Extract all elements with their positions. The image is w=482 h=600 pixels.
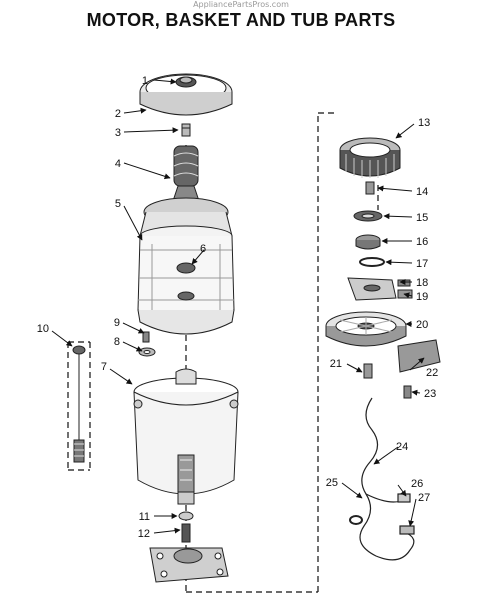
part-nut — [353, 210, 383, 222]
part-rotor — [325, 311, 407, 347]
callout-6: 6 — [200, 243, 206, 255]
leader-lines — [51, 78, 425, 534]
callout-23: 23 — [424, 388, 436, 400]
part-o-ring — [359, 257, 385, 267]
part-balance-ring — [139, 73, 233, 116]
callout-21: 21 — [330, 358, 342, 370]
part-washer-ring — [138, 347, 156, 357]
callout-15: 15 — [416, 212, 428, 224]
part-wash-basket — [137, 197, 235, 335]
callout-13: 13 — [418, 117, 430, 129]
callout-27: 27 — [418, 492, 430, 504]
part-gearcase — [149, 523, 229, 583]
part-bearing — [355, 234, 381, 250]
callout-2: 2 — [115, 108, 121, 120]
callout-3: 3 — [115, 127, 121, 139]
part-agitator — [171, 145, 201, 205]
callout-14: 14 — [416, 186, 428, 198]
callout-19: 19 — [416, 291, 428, 303]
callout-18: 18 — [416, 277, 428, 289]
callout-5: 5 — [115, 198, 121, 210]
part-wire-harness — [349, 397, 415, 561]
part-screw-small — [142, 331, 150, 343]
callout-16: 16 — [416, 236, 428, 248]
callout-25: 25 — [326, 477, 338, 489]
part-outer-tub — [133, 368, 239, 505]
callout-7: 7 — [101, 361, 107, 373]
part-shifter — [347, 277, 397, 301]
callout-26: 26 — [411, 478, 423, 490]
callout-8: 8 — [114, 336, 120, 348]
callout-17: 17 — [416, 258, 428, 270]
part-suspension-rod — [72, 345, 86, 463]
callout-24: 24 — [396, 441, 408, 453]
callout-12: 12 — [138, 528, 150, 540]
diagram-title: MOTOR, BASKET AND TUB PARTS — [86, 10, 396, 30]
part-rotor-bolt — [363, 363, 373, 379]
part-bolt — [181, 123, 191, 137]
callout-9: 9 — [114, 317, 120, 329]
callout-22: 22 — [426, 367, 438, 379]
callout-20: 20 — [416, 319, 428, 331]
callout-4: 4 — [115, 158, 121, 170]
part-motor-shield — [397, 339, 441, 373]
watermark: AppliancePartsPros.com — [193, 0, 289, 9]
part-seal — [178, 511, 194, 521]
callout-labels: 1 2 3 4 5 6 7 8 9 10 11 12 13 14 15 16 1… — [37, 75, 439, 540]
callout-11: 11 — [139, 511, 150, 523]
dashed-connectors — [67, 112, 379, 593]
callout-1: 1 — [142, 75, 148, 87]
callout-10: 10 — [37, 323, 49, 335]
part-stator-bolt — [365, 181, 375, 195]
part-stator — [339, 137, 401, 178]
part-shield-screw — [403, 385, 412, 399]
